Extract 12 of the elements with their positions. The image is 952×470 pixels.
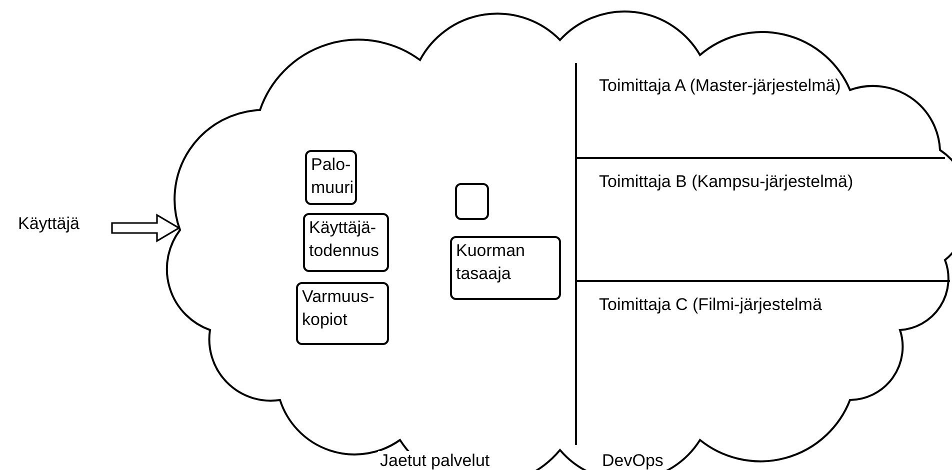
actor-label: Käyttäjä [18, 214, 80, 233]
vendor-label: Toimittaja C (Filmi-järjestelmä [599, 294, 823, 316]
block-arrow [111, 214, 181, 242]
service-label: Varmuus- kopiot [296, 282, 389, 345]
vendor-label: Toimittaja A (Master-järjestelmä) [599, 75, 842, 97]
service-label: Käyttäjä- todennus [303, 213, 389, 272]
section-label: Jaetut palvelut [378, 451, 492, 470]
service-label: Palo- muuri [305, 150, 357, 205]
service-label: Kuorman tasaaja [450, 236, 561, 300]
vendor-label: Toimittaja B (Kampsu-järjestelmä) [599, 171, 854, 193]
service-box [455, 183, 489, 220]
section-label: DevOps [600, 451, 666, 470]
